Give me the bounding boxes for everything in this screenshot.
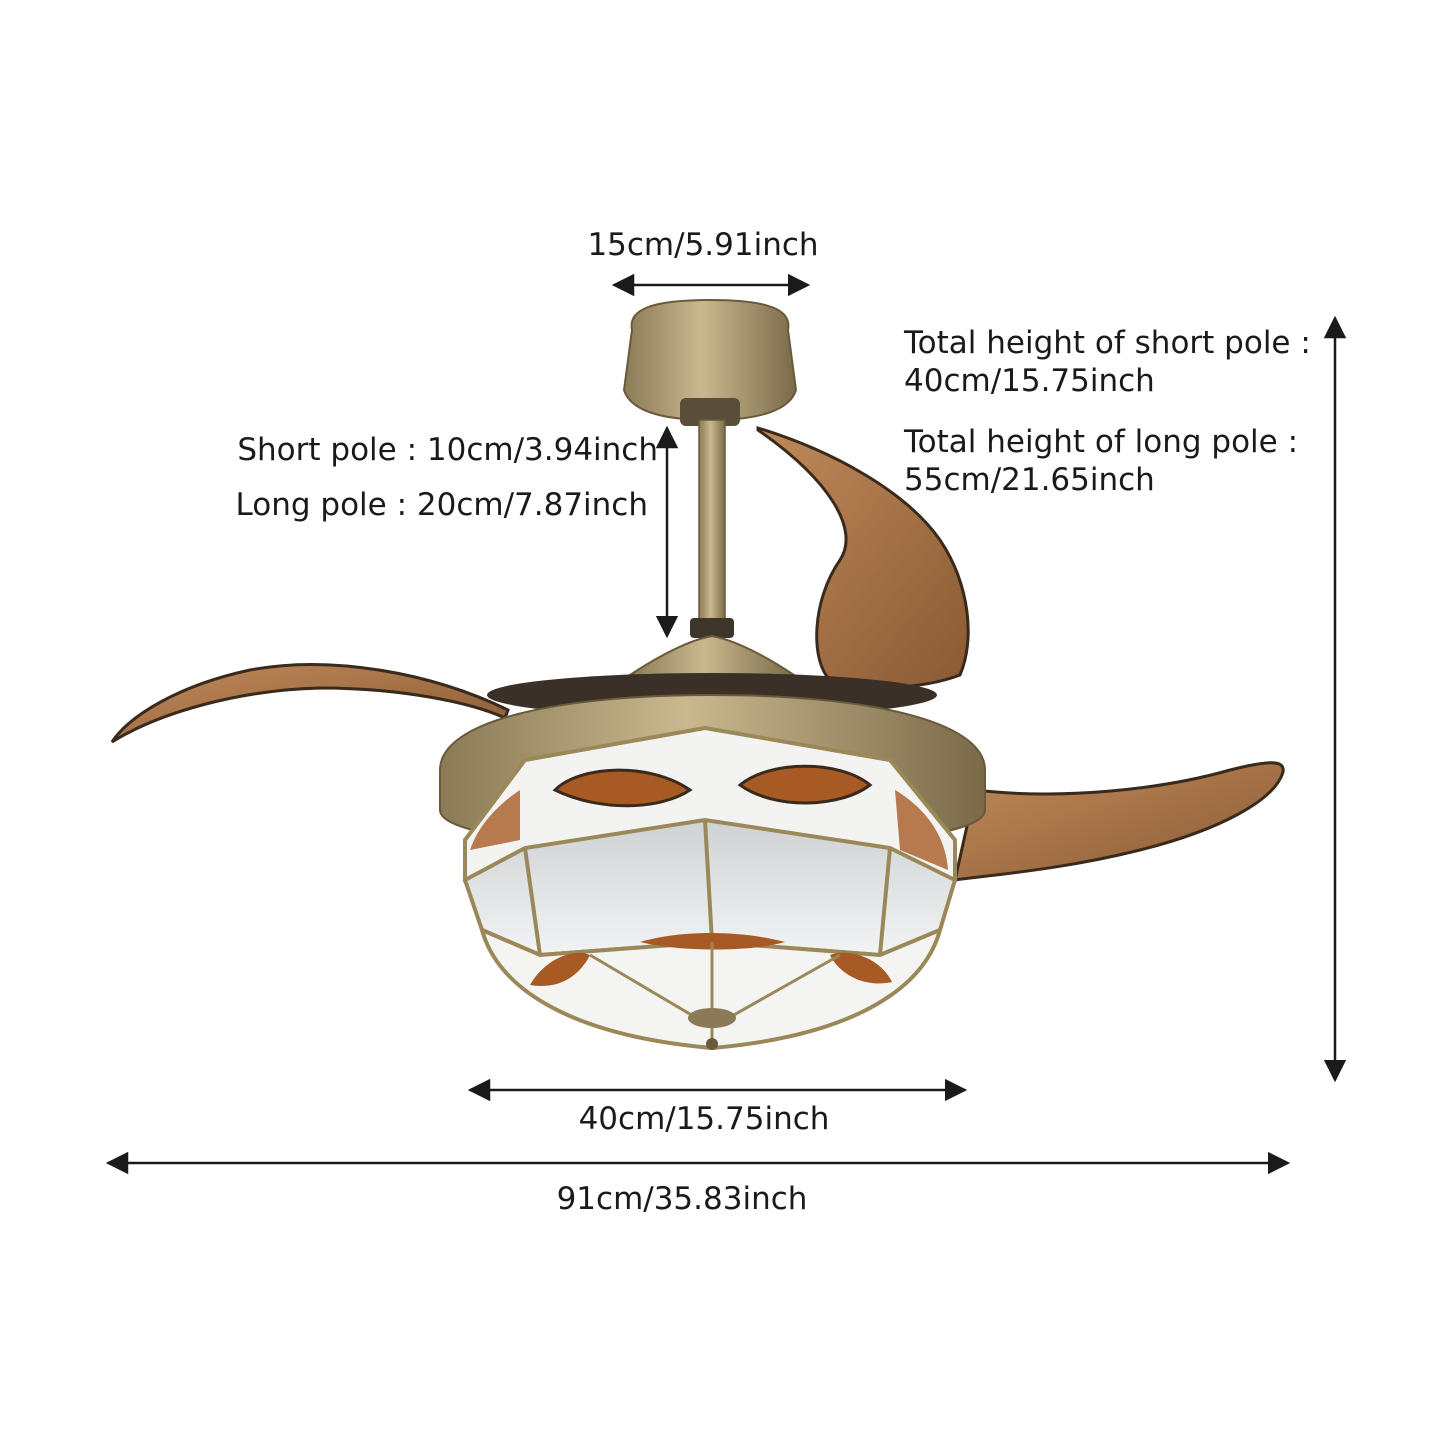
bowl-rib-2 (589, 953, 701, 1022)
amber-inlay-bottom-right (830, 952, 892, 984)
total-long-value: 55cm/21.65inch (904, 462, 1155, 498)
motor-housing (626, 634, 798, 676)
finial (688, 1008, 736, 1028)
downrod (698, 419, 726, 631)
lamp-diameter-label: 40cm/15.75inch (578, 1101, 830, 1137)
fan-blade-right (953, 761, 1285, 882)
downrod-coupler (690, 618, 734, 638)
fan-span-label: 91cm/35.83inch (556, 1181, 808, 1217)
total-short-title: Total height of short pole : (904, 325, 1311, 361)
glass-seam-3 (878, 847, 892, 956)
canopy (622, 298, 798, 422)
total-short-value: 40cm/15.75inch (904, 363, 1155, 399)
glass-seam-1 (703, 819, 714, 943)
amber-inlay-bottom-center (640, 933, 785, 950)
fan-blade-left (110, 663, 510, 744)
amber-inlay-right (737, 764, 873, 805)
short-pole-label: Short pole : 10cm/3.94inch (237, 432, 658, 468)
bowl-rib-3 (724, 953, 841, 1022)
canopy-width-label: 15cm/5.91inch (587, 227, 819, 263)
amber-inlay-bottom-left (530, 952, 590, 986)
glass-seam-2 (523, 847, 542, 956)
amber-inlay-left (552, 768, 693, 808)
total-long-title: Total height of long pole : (904, 424, 1299, 460)
amber-inlay-far-right (895, 790, 948, 870)
canopy-collar (680, 398, 740, 426)
finial-knob (706, 1038, 718, 1050)
amber-inlay-far-left (470, 790, 520, 850)
long-pole-label: Long pole : 20cm/7.87inch (235, 487, 648, 523)
